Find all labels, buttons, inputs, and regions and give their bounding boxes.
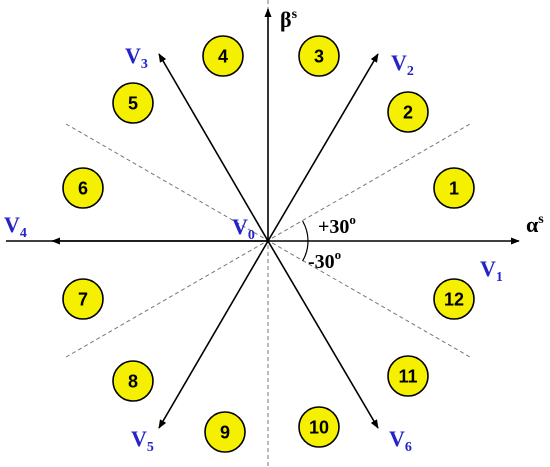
svg-text:7: 7 <box>78 290 88 310</box>
svg-text:10: 10 <box>309 418 329 438</box>
svg-text:3: 3 <box>314 47 324 67</box>
vector-label-v2: V2 <box>391 50 414 79</box>
svg-text:4: 4 <box>218 47 228 67</box>
sector-marker-6: 6 <box>62 167 104 209</box>
svg-text:2: 2 <box>403 103 413 123</box>
sector-marker-2: 2 <box>387 91 429 133</box>
alpha-axis-label: αs <box>526 212 544 237</box>
vector-v5-arrow <box>158 240 269 429</box>
svg-text:12: 12 <box>444 290 464 310</box>
svg-text:9: 9 <box>220 423 230 443</box>
vector-v2-arrow <box>267 53 379 242</box>
angle-label-plus-30: +30o <box>318 212 356 238</box>
svg-text:6: 6 <box>78 179 88 199</box>
beta-axis-label: βs <box>280 7 298 32</box>
vector-label-v3: V3 <box>125 43 148 72</box>
sector-marker-10: 10 <box>298 406 340 448</box>
sector-marker-5: 5 <box>112 82 154 124</box>
svg-text:8: 8 <box>128 372 138 392</box>
sector-marker-12: 12 <box>433 278 475 320</box>
svg-text:5: 5 <box>128 94 138 114</box>
angle-arc-plus-30 <box>302 220 309 242</box>
vector-label-v4: V4 <box>4 212 27 241</box>
angle-arc-minus-30 <box>302 240 309 262</box>
vector-label-v0: V0 <box>232 214 255 243</box>
svg-text:11: 11 <box>398 367 417 387</box>
sector-marker-8: 8 <box>112 360 154 402</box>
sector-marker-9: 9 <box>204 411 246 453</box>
vector-label-v5: V5 <box>131 426 154 455</box>
vector-v3-arrow <box>158 53 269 242</box>
svg-text:1: 1 <box>449 179 459 199</box>
sector-marker-3: 3 <box>298 35 340 77</box>
sector-marker-7: 7 <box>62 278 104 320</box>
vector-v6-arrow <box>267 240 379 429</box>
vector-label-v6: V6 <box>389 426 412 455</box>
angle-label-minus-30: -30o <box>308 247 341 273</box>
sector-marker-4: 4 <box>202 35 244 77</box>
sector-marker-1: 1 <box>433 167 475 209</box>
vector-label-v1: V1 <box>480 256 503 285</box>
sector-marker-11: 11 <box>387 355 429 397</box>
